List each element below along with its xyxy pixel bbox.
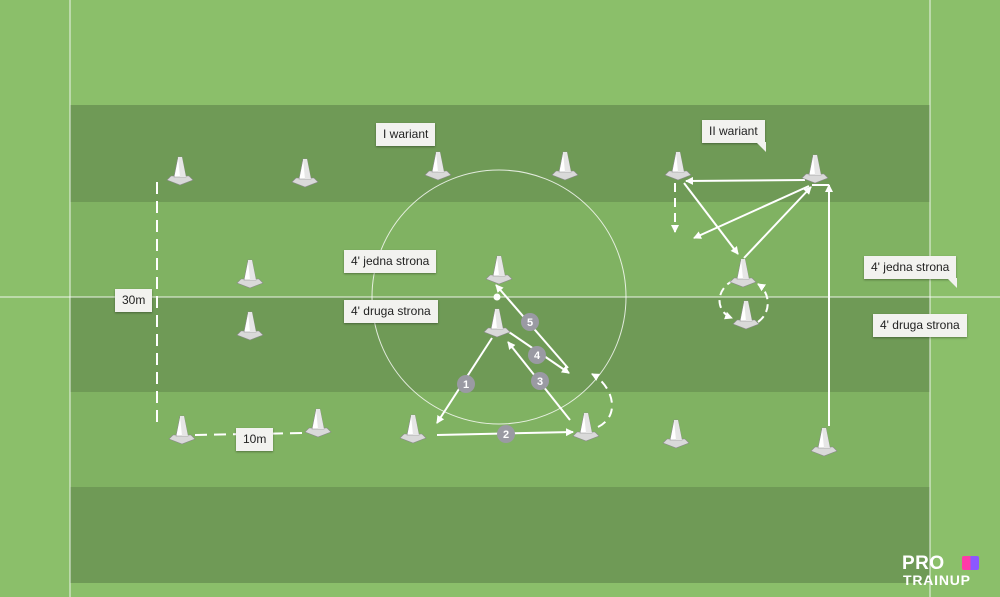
label-side-1-left: 4' jedna strona (344, 250, 437, 273)
center-circle (371, 169, 627, 425)
stripe-dark-3 (70, 487, 930, 583)
pass-diagonal-arrow (683, 182, 739, 255)
label-side-2-left: 4' druga strona (344, 300, 438, 323)
center-spot (493, 293, 501, 301)
loop-arrow-left (718, 279, 735, 320)
pass-cross-arrow (693, 185, 810, 239)
pass-up-arrow (743, 186, 812, 259)
step-badge-4: 4 (534, 350, 541, 362)
loop-arrow-right (757, 283, 769, 323)
label-side-2-right: 4' druga strona (873, 314, 967, 337)
step-badge-3: 3 (537, 376, 543, 388)
variant-2-arrows (671, 176, 833, 426)
logo-text-pro: PRO (902, 553, 945, 574)
step-badge-5: 5 (527, 317, 533, 329)
step-badge-1: 1 (463, 379, 469, 391)
stripe-dark-1 (70, 105, 930, 202)
logo-text-trainup: TRAINUP (903, 572, 971, 588)
label-distance-30m: 30m (115, 289, 153, 312)
label-variant-2: II wariant (702, 120, 766, 152)
label-variant-1: I wariant (376, 123, 436, 146)
logo-square-icon (962, 556, 979, 570)
step-badges: 1 2 3 4 5 (457, 313, 549, 443)
step-badge-2: 2 (503, 429, 509, 441)
stripe-dark-2 (70, 297, 930, 392)
pass-back-arrow (685, 176, 806, 185)
label-side-1-right: 4' jedna strona (864, 256, 958, 288)
run-arrow-variant-1 (591, 373, 614, 428)
protrainup-logo: PRO TRAINUP (902, 553, 988, 593)
label-distance-10m: 10m (236, 428, 274, 451)
